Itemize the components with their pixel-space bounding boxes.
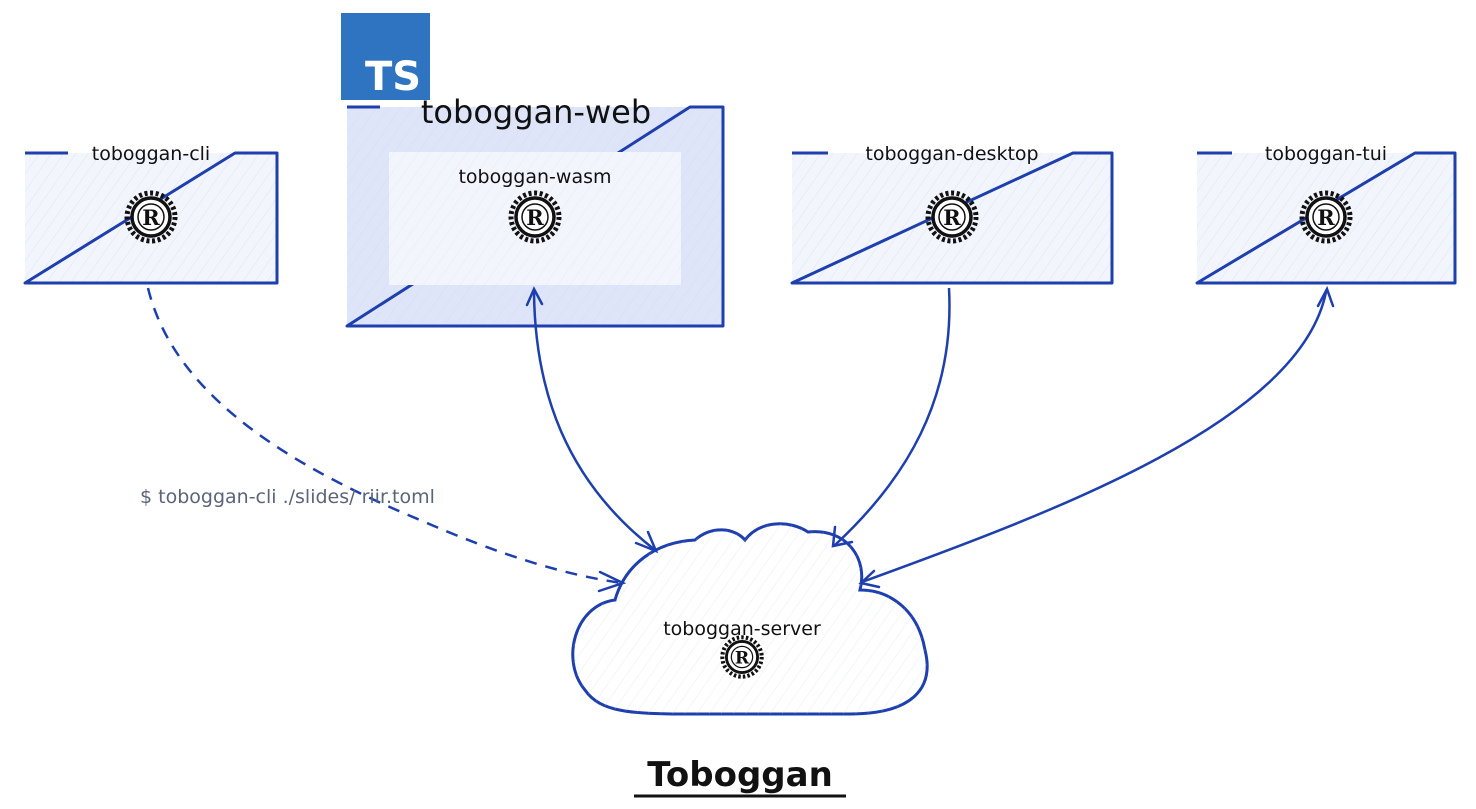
svg-text:R: R [142,205,160,230]
rust-logo-icon: R [928,193,976,241]
server-label: toboggan-server [663,618,821,640]
cli-label: toboggan-cli [92,143,210,165]
svg-text:R: R [1317,205,1335,230]
desktop-node: toboggan-desktop R [790,143,1114,285]
rust-logo-icon: R [1302,193,1350,241]
rust-logo-icon: R [127,193,175,241]
edge-desktop-server [831,287,951,548]
tui-label: toboggan-tui [1265,143,1387,165]
desktop-label: toboggan-desktop [865,143,1038,165]
svg-text:R: R [735,649,750,669]
web-label: toboggan-web [421,93,651,131]
wasm-node: toboggan-wasm R [389,152,681,285]
tui-node: toboggan-tui R [1195,143,1457,285]
edge-wasm-server [525,286,659,554]
diagram-title: Toboggan [634,755,846,798]
svg-text:R: R [943,205,961,230]
rust-logo-icon: R [722,637,761,676]
cli-node: toboggan-cli R [23,143,279,285]
edge-cli-server [146,287,627,593]
typescript-logo-icon: TS [341,13,430,100]
svg-text:R: R [526,205,544,230]
typescript-badge-label: TS [365,54,421,100]
rust-logo-icon: R [511,193,559,241]
server-node: toboggan-server R [571,522,929,716]
edge-tui-server [858,285,1335,589]
cli-command-label: $ toboggan-cli ./slides/ riir.toml [140,486,435,508]
wasm-label: toboggan-wasm [458,166,611,188]
title-text: Toboggan [647,755,833,795]
